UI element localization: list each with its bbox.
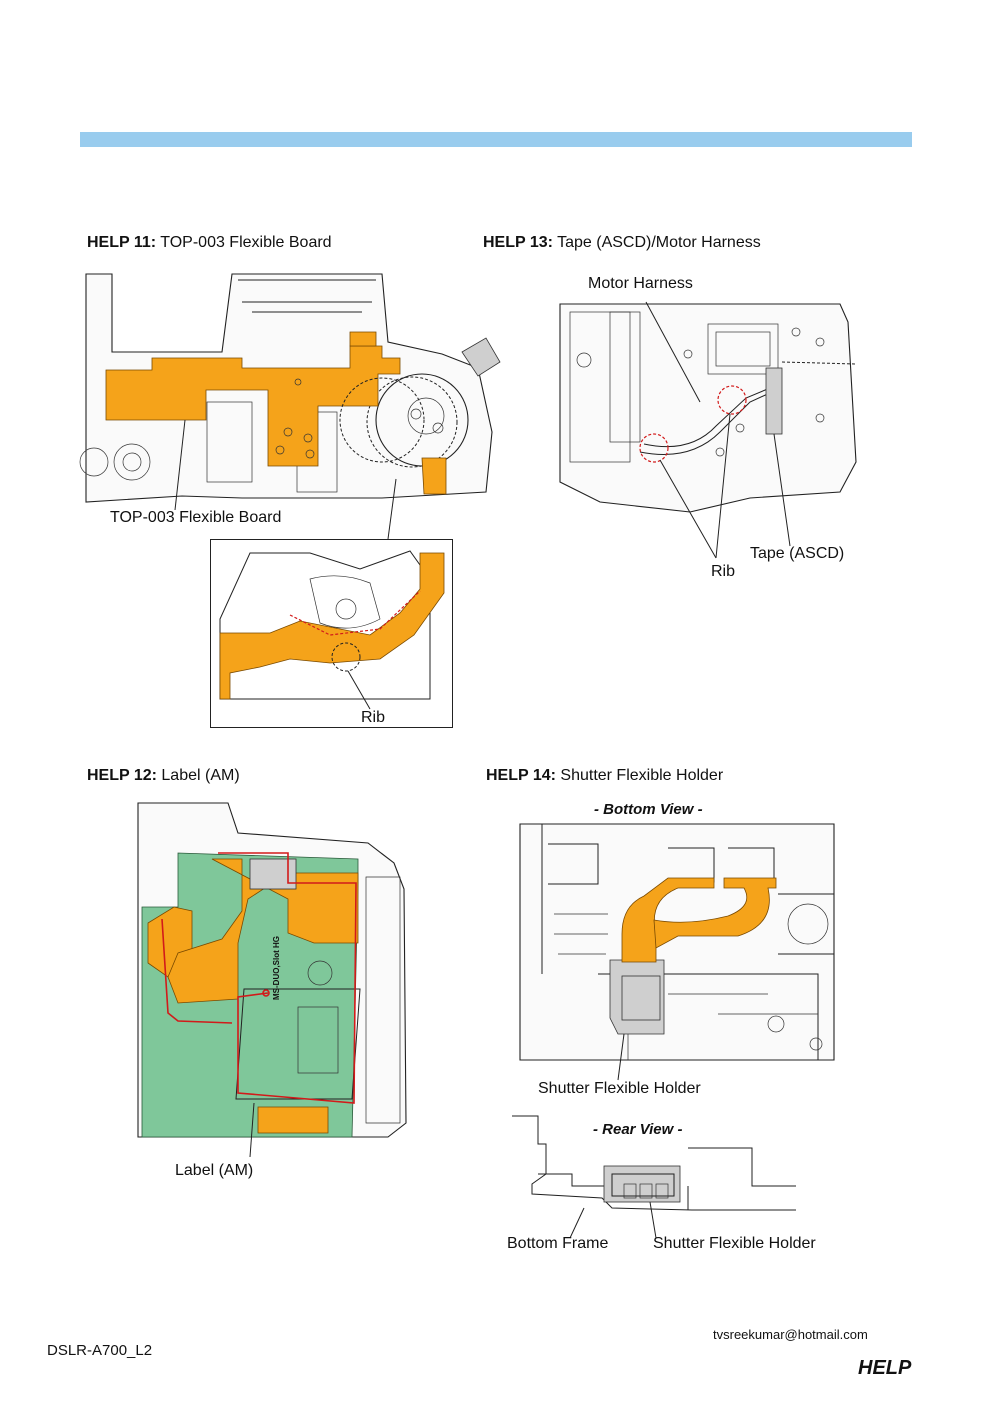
help14-rear-diagram xyxy=(512,1115,796,1239)
help12-diagram xyxy=(137,802,407,1158)
help11-callout-rib: Rib xyxy=(361,709,386,726)
help12-title: HELP 12: Label (AM) xyxy=(87,767,240,784)
help14-callout-frame: Bottom Frame xyxy=(507,1235,609,1252)
help14-callout-holder-rear: Shutter Flexible Holder xyxy=(653,1235,816,1252)
help13-title: HELP 13: Tape (ASCD)/Motor Harness xyxy=(483,234,761,251)
footer-email: tvsreekumar@hotmail.com xyxy=(713,1327,868,1342)
help11-callout-board: TOP-003 Flexible Board xyxy=(110,509,282,526)
help12-callout-label: Label (AM) xyxy=(175,1162,254,1179)
header-bar xyxy=(80,132,912,147)
help14-callout-holder-bottom: Shutter Flexible Holder xyxy=(538,1080,701,1097)
help11-zoom-box xyxy=(210,478,453,728)
help11-diagram xyxy=(79,273,501,511)
help14-title: HELP 14: Shutter Flexible Holder xyxy=(486,767,724,784)
help14-rear-view-title: - Rear View - xyxy=(593,1121,683,1138)
help13-diagram xyxy=(559,301,857,559)
help13-callout-motor: Motor Harness xyxy=(588,275,693,292)
footer-model: DSLR-A700_L2 xyxy=(47,1342,153,1359)
help13-callout-tape: Tape (ASCD) xyxy=(750,545,845,562)
footer-help: HELP xyxy=(858,1357,912,1379)
help14-bottom-diagram xyxy=(519,823,835,1081)
help13-callout-rib: Rib xyxy=(711,563,736,580)
help12-card-text: MS-DUO,Slot HG xyxy=(272,936,281,1000)
help11-title: HELP 11: TOP-003 Flexible Board xyxy=(87,234,332,251)
help14-bottom-view-title: - Bottom View - xyxy=(594,801,703,818)
